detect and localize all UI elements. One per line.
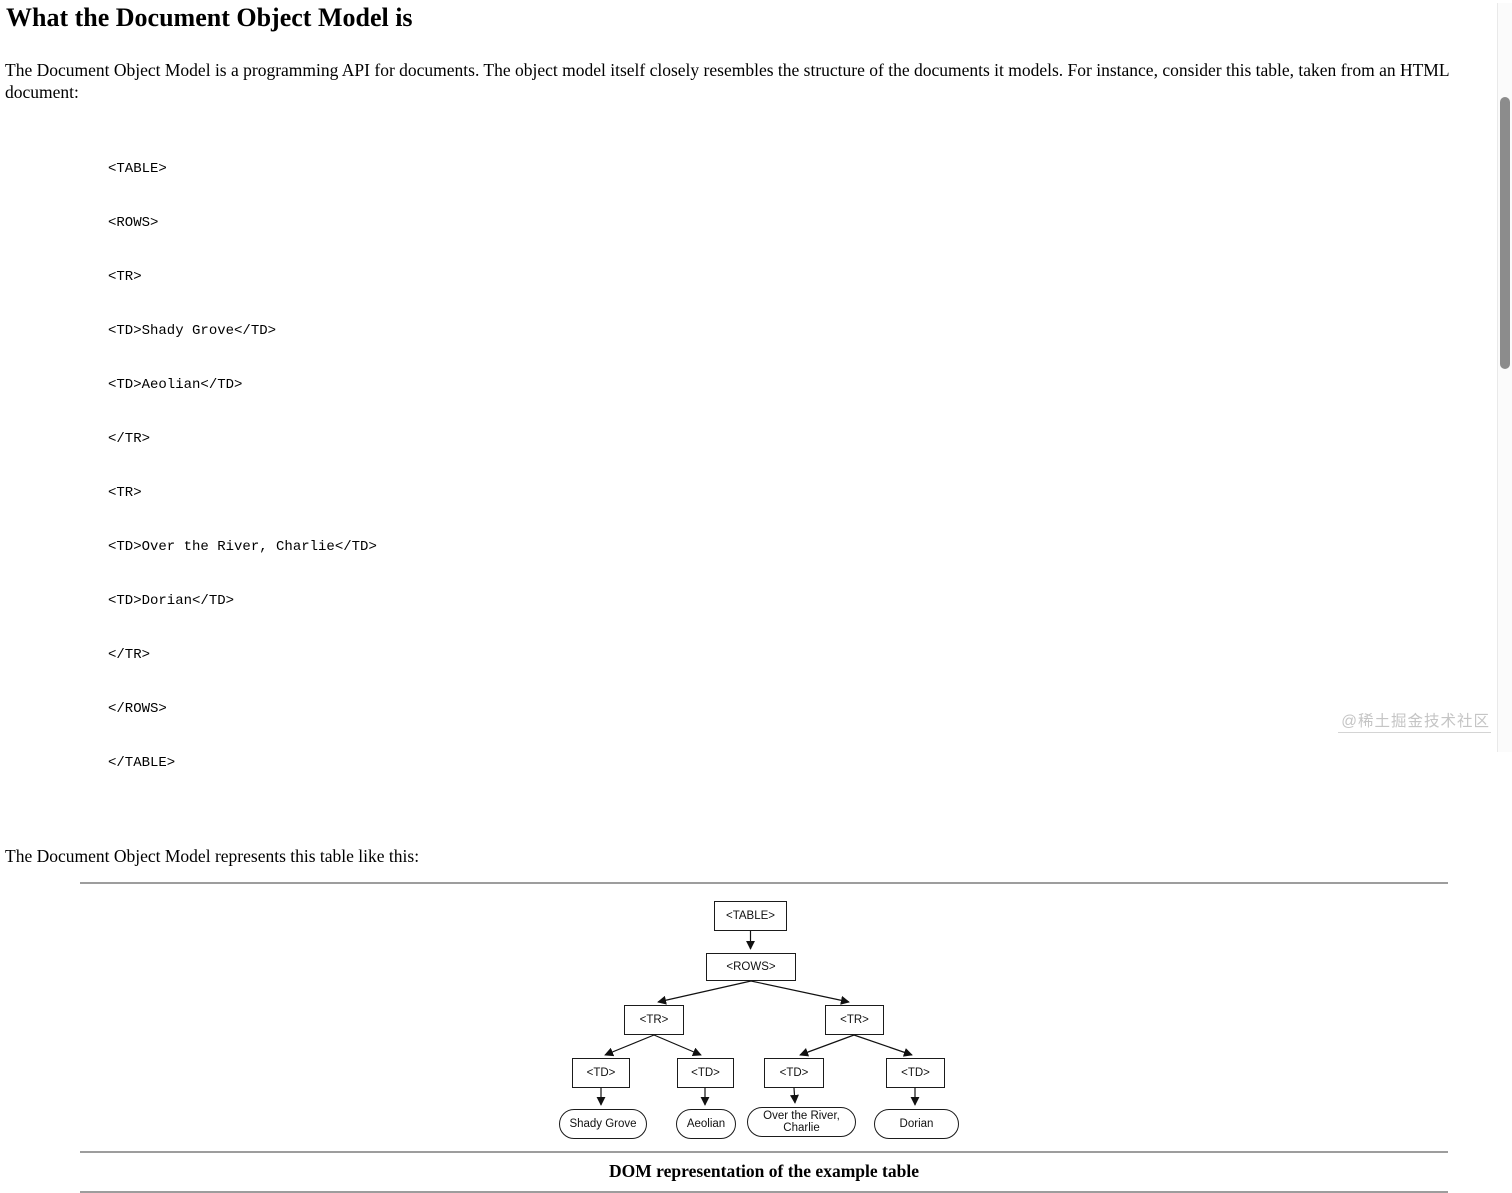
tree-leaf-dorian: Dorian (874, 1109, 959, 1139)
represents-paragraph: The Document Object Model represents thi… (5, 846, 420, 866)
tree-node-rows: <ROWS> (706, 953, 796, 981)
dom-tree-diagram: <TABLE> <ROWS> <TR> <TR> <TD> <TD> <TD> … (554, 893, 974, 1141)
tree-node-td-1: <TD> (572, 1058, 630, 1088)
code-line: <TD>Over the River, Charlie</TD> (108, 539, 377, 555)
site-watermark: @稀土掘金技术社区 (1338, 709, 1491, 733)
tree-node-td-4: <TD> (886, 1058, 945, 1088)
tree-leaf-shady-grove: Shady Grove (559, 1109, 647, 1139)
tree-leaf-aeolian: Aeolian (676, 1109, 736, 1139)
code-line: <ROWS> (108, 215, 159, 231)
page-title: What the Document Object Model is (6, 3, 413, 32)
code-line: </TR> (108, 431, 151, 447)
figure-middle-rule (80, 1151, 1448, 1153)
figure-top-rule (80, 882, 1448, 884)
document-page: What the Document Object Model is The Do… (0, 3, 1512, 1193)
code-line: <TD>Dorian</TD> (108, 593, 235, 609)
figure-caption: DOM representation of the example table (609, 1161, 919, 1181)
code-line: </TR> (108, 647, 151, 663)
vertical-scrollbar[interactable] (1497, 3, 1512, 752)
code-line: <TD>Aeolian</TD> (108, 377, 243, 393)
tree-node-td-2: <TD> (677, 1058, 734, 1088)
code-line: <TABLE> (108, 161, 167, 177)
html-source-code-block: <TABLE> <ROWS> <TR> <TD>Shady Grove</TD>… (108, 124, 1492, 808)
tree-node-table: <TABLE> (714, 901, 787, 931)
scrollbar-thumb[interactable] (1500, 97, 1510, 369)
intro-paragraph: The Document Object Model is a programmi… (5, 60, 1449, 102)
code-line: <TR> (108, 269, 142, 285)
code-line: <TD>Shady Grove</TD> (108, 323, 277, 339)
tree-node-tr-2: <TR> (825, 1005, 884, 1035)
tree-node-tr-1: <TR> (624, 1005, 684, 1035)
code-line: </ROWS> (108, 701, 167, 717)
dom-figure: <TABLE> <ROWS> <TR> <TR> <TD> <TD> <TD> … (80, 882, 1448, 1193)
code-line: </TABLE> (108, 755, 176, 771)
tree-node-td-3: <TD> (764, 1058, 824, 1088)
tree-leaf-over-the-river: Over the River, Charlie (747, 1107, 856, 1137)
code-line: <TR> (108, 485, 142, 501)
